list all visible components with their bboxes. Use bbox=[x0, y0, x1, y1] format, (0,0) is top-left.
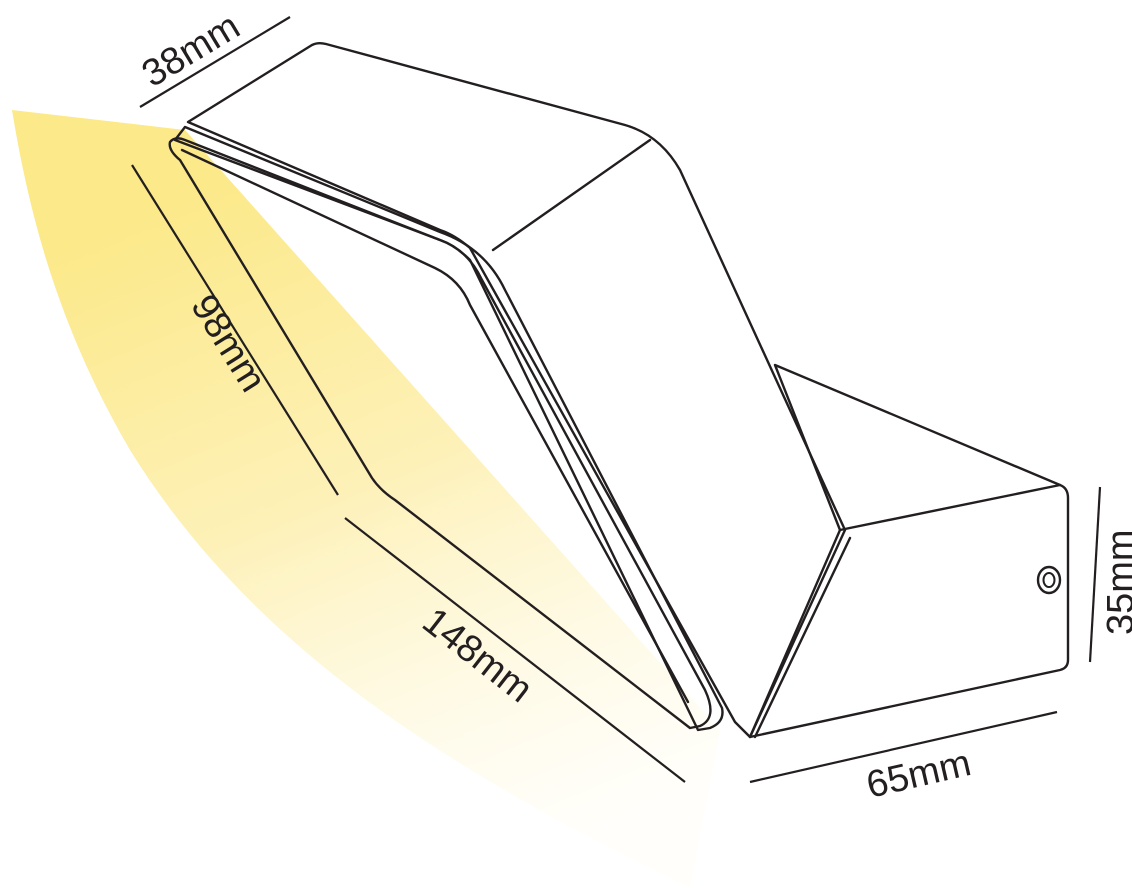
lens-inner-line bbox=[180, 148, 690, 704]
screw-hole-inner-icon bbox=[1042, 572, 1056, 588]
base-block bbox=[748, 363, 1070, 739]
dim-label-38mm: 38mm bbox=[135, 5, 247, 95]
lens-face bbox=[168, 137, 712, 730]
base-edge-line bbox=[838, 483, 1062, 532]
base-bevel-line bbox=[753, 536, 852, 739]
dim-line-38mm bbox=[139, 16, 291, 108]
dim-line-35mm bbox=[1088, 486, 1102, 663]
light-beam bbox=[12, 110, 720, 888]
dim-label-35mm: 35mm bbox=[1100, 529, 1132, 635]
dim-line-65mm bbox=[749, 710, 1058, 784]
housing-ridge-line bbox=[491, 138, 652, 252]
dim-line-98mm bbox=[131, 164, 339, 496]
dim-line-148mm bbox=[344, 517, 686, 783]
